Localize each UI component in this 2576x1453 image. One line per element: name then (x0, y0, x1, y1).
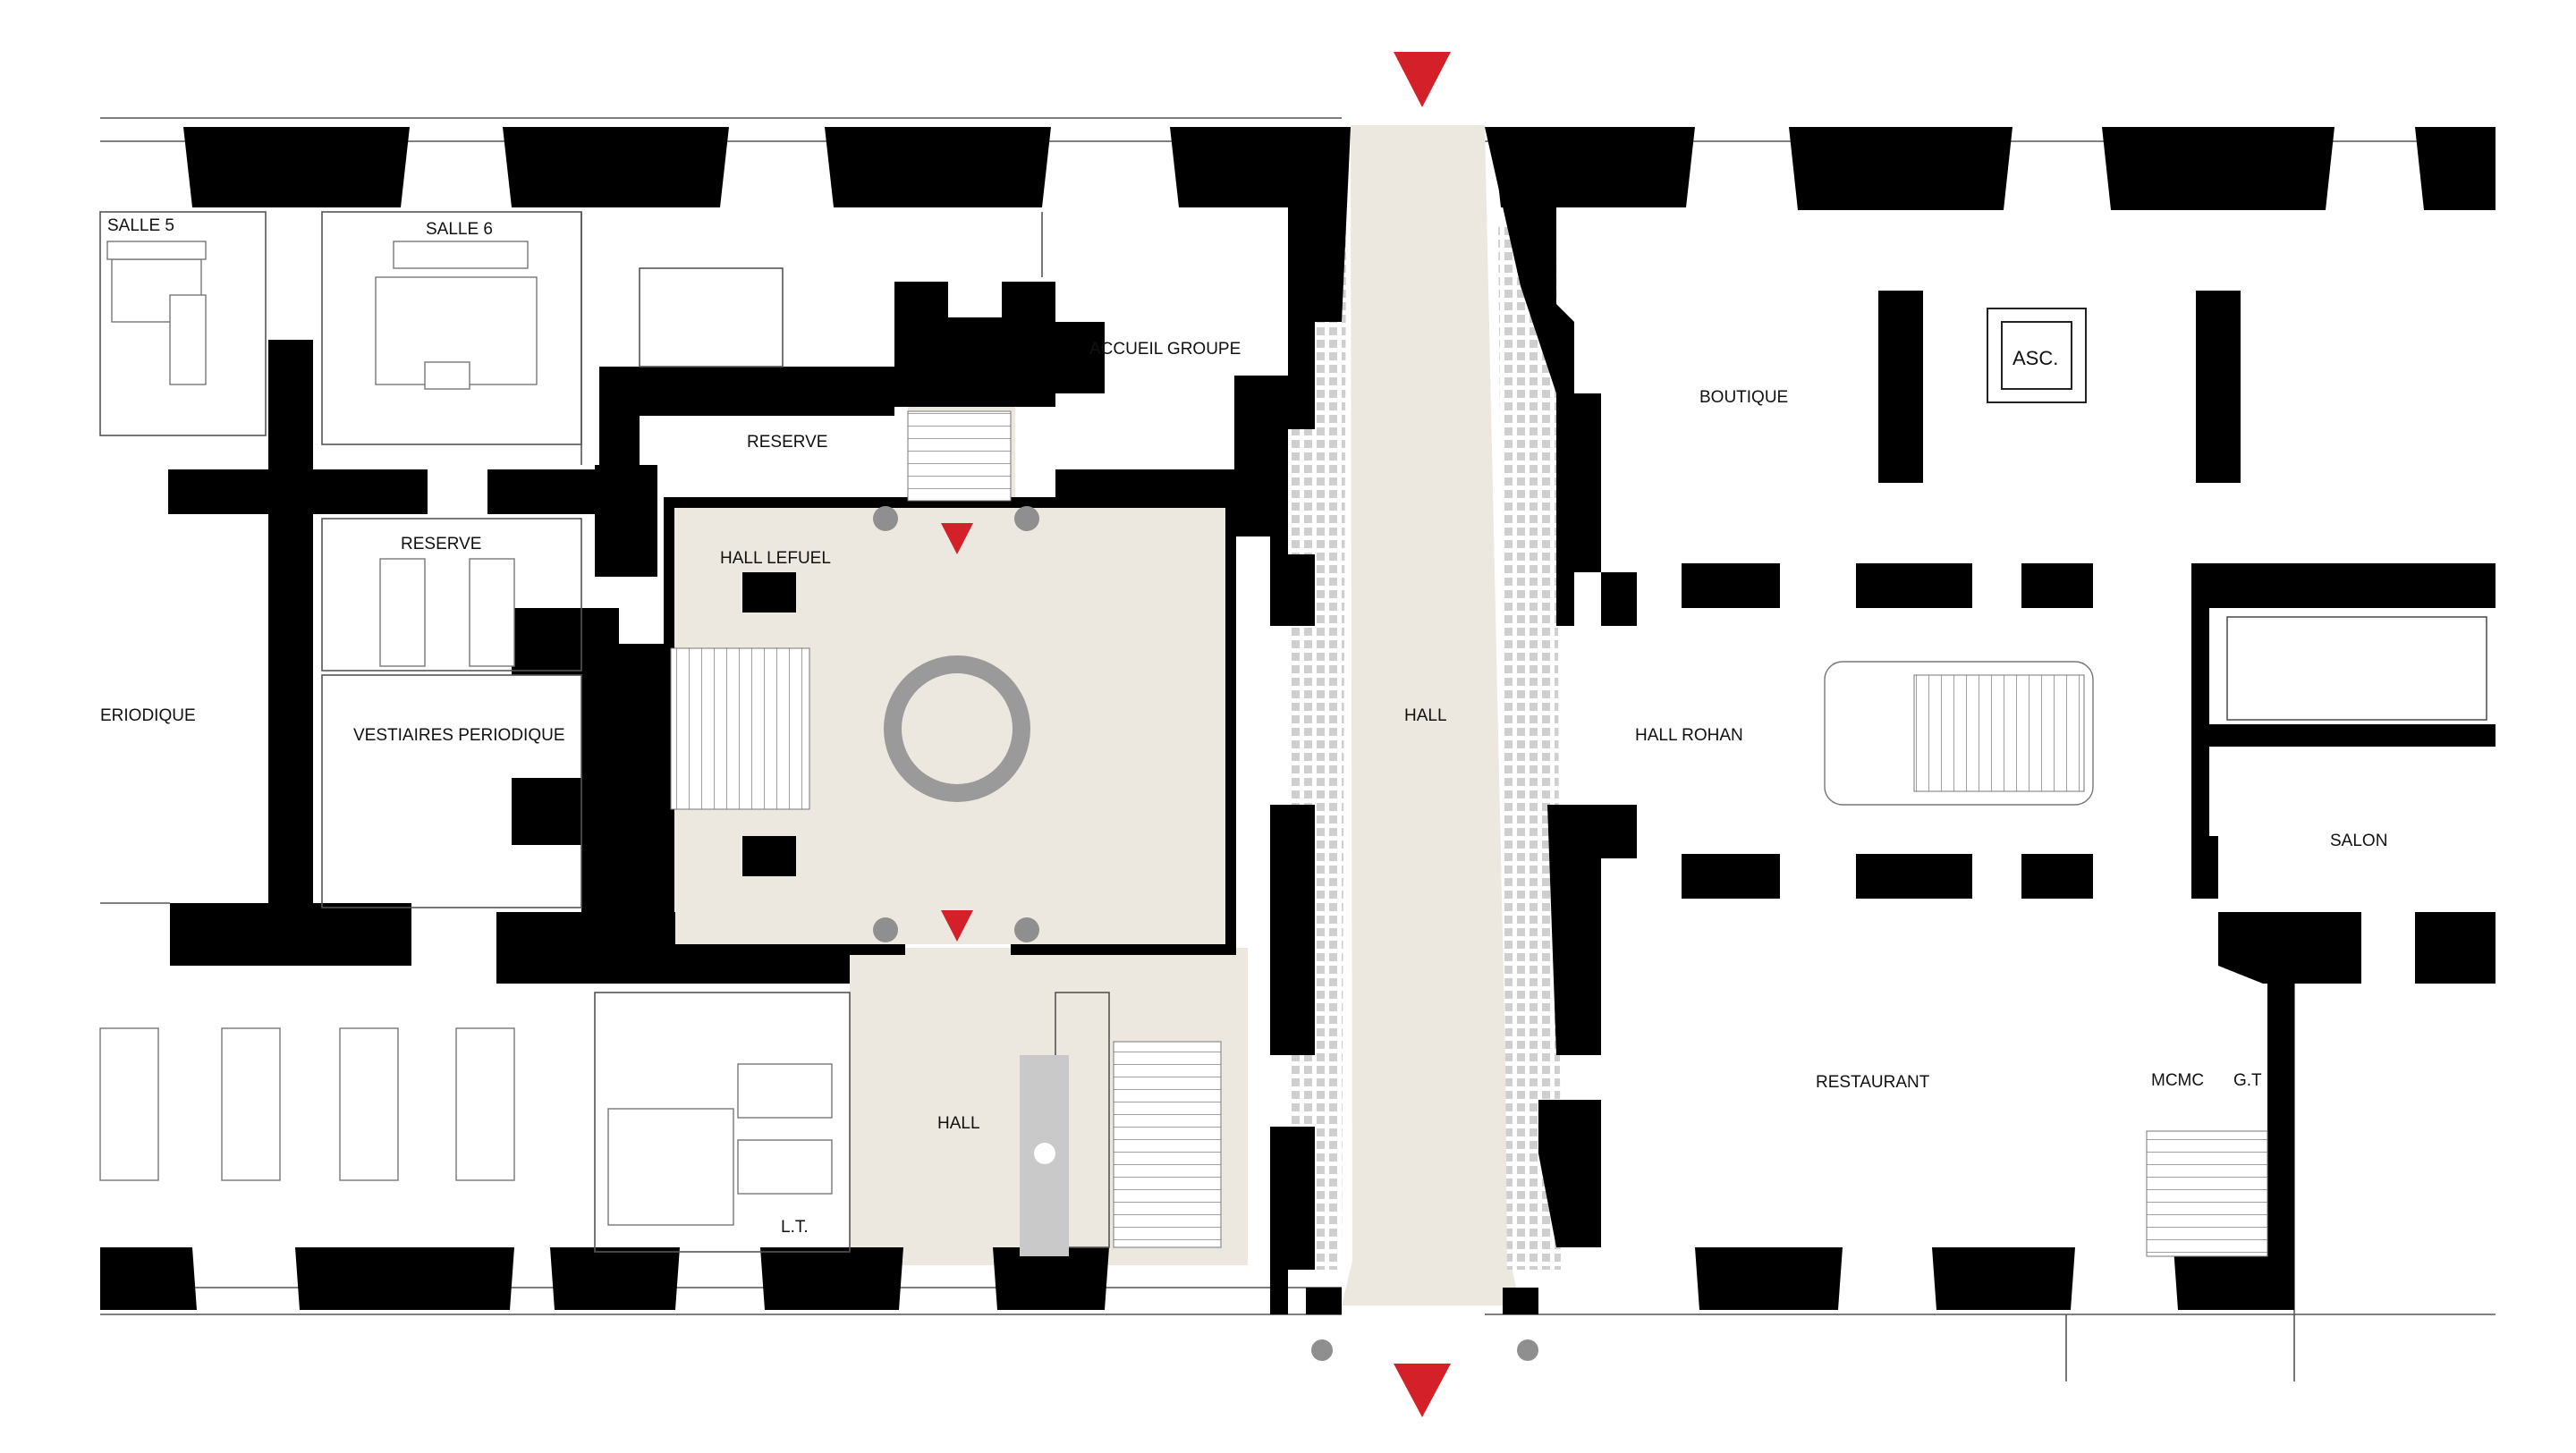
label-hall-main: HALL (1404, 706, 1447, 725)
entrance-markers (941, 52, 1451, 1417)
label-reserve-left: RESERVE (401, 535, 481, 553)
label-periodique: ERIODIQUE (100, 706, 196, 725)
entrance-arrow-top-icon (1394, 52, 1451, 107)
label-lt: L.T. (781, 1218, 809, 1237)
label-accueil-groupe: ACCUEIL GROUPE (1089, 340, 1241, 359)
label-vestiaires-periodique: VESTIAIRES PERIODIQUE (353, 726, 565, 745)
label-asc: ASC. (2012, 347, 2058, 369)
entrance-arrow-bottom-icon (1394, 1364, 1451, 1417)
label-gt: G.T (2233, 1071, 2262, 1090)
lefuel-arrow-top-icon (941, 523, 973, 554)
label-mcmc: MCMC (2151, 1071, 2204, 1090)
partitions (99, 211, 2487, 1253)
label-hall-rohan: HALL ROHAN (1635, 726, 1743, 745)
label-salon: SALON (2330, 832, 2387, 850)
walls (100, 127, 2496, 1314)
label-salle-5: SALLE 5 (107, 216, 174, 235)
label-hall-lefuel: HALL LEFUEL (720, 549, 831, 568)
hall-main-floor (1342, 125, 1521, 1305)
room-labels: SALLE 5 SALLE 6 RESERVE RESERVE ACCUEIL … (100, 216, 2387, 1237)
label-reserve-upper: RESERVE (747, 433, 827, 452)
label-salle-6: SALLE 6 (426, 220, 493, 239)
furniture (99, 241, 2268, 1361)
label-restaurant: RESTAURANT (1816, 1073, 1930, 1092)
label-hall-lower: HALL (937, 1114, 980, 1133)
label-boutique: BOUTIQUE (1699, 388, 1788, 407)
lefuel-arrow-bottom-icon (941, 910, 973, 942)
